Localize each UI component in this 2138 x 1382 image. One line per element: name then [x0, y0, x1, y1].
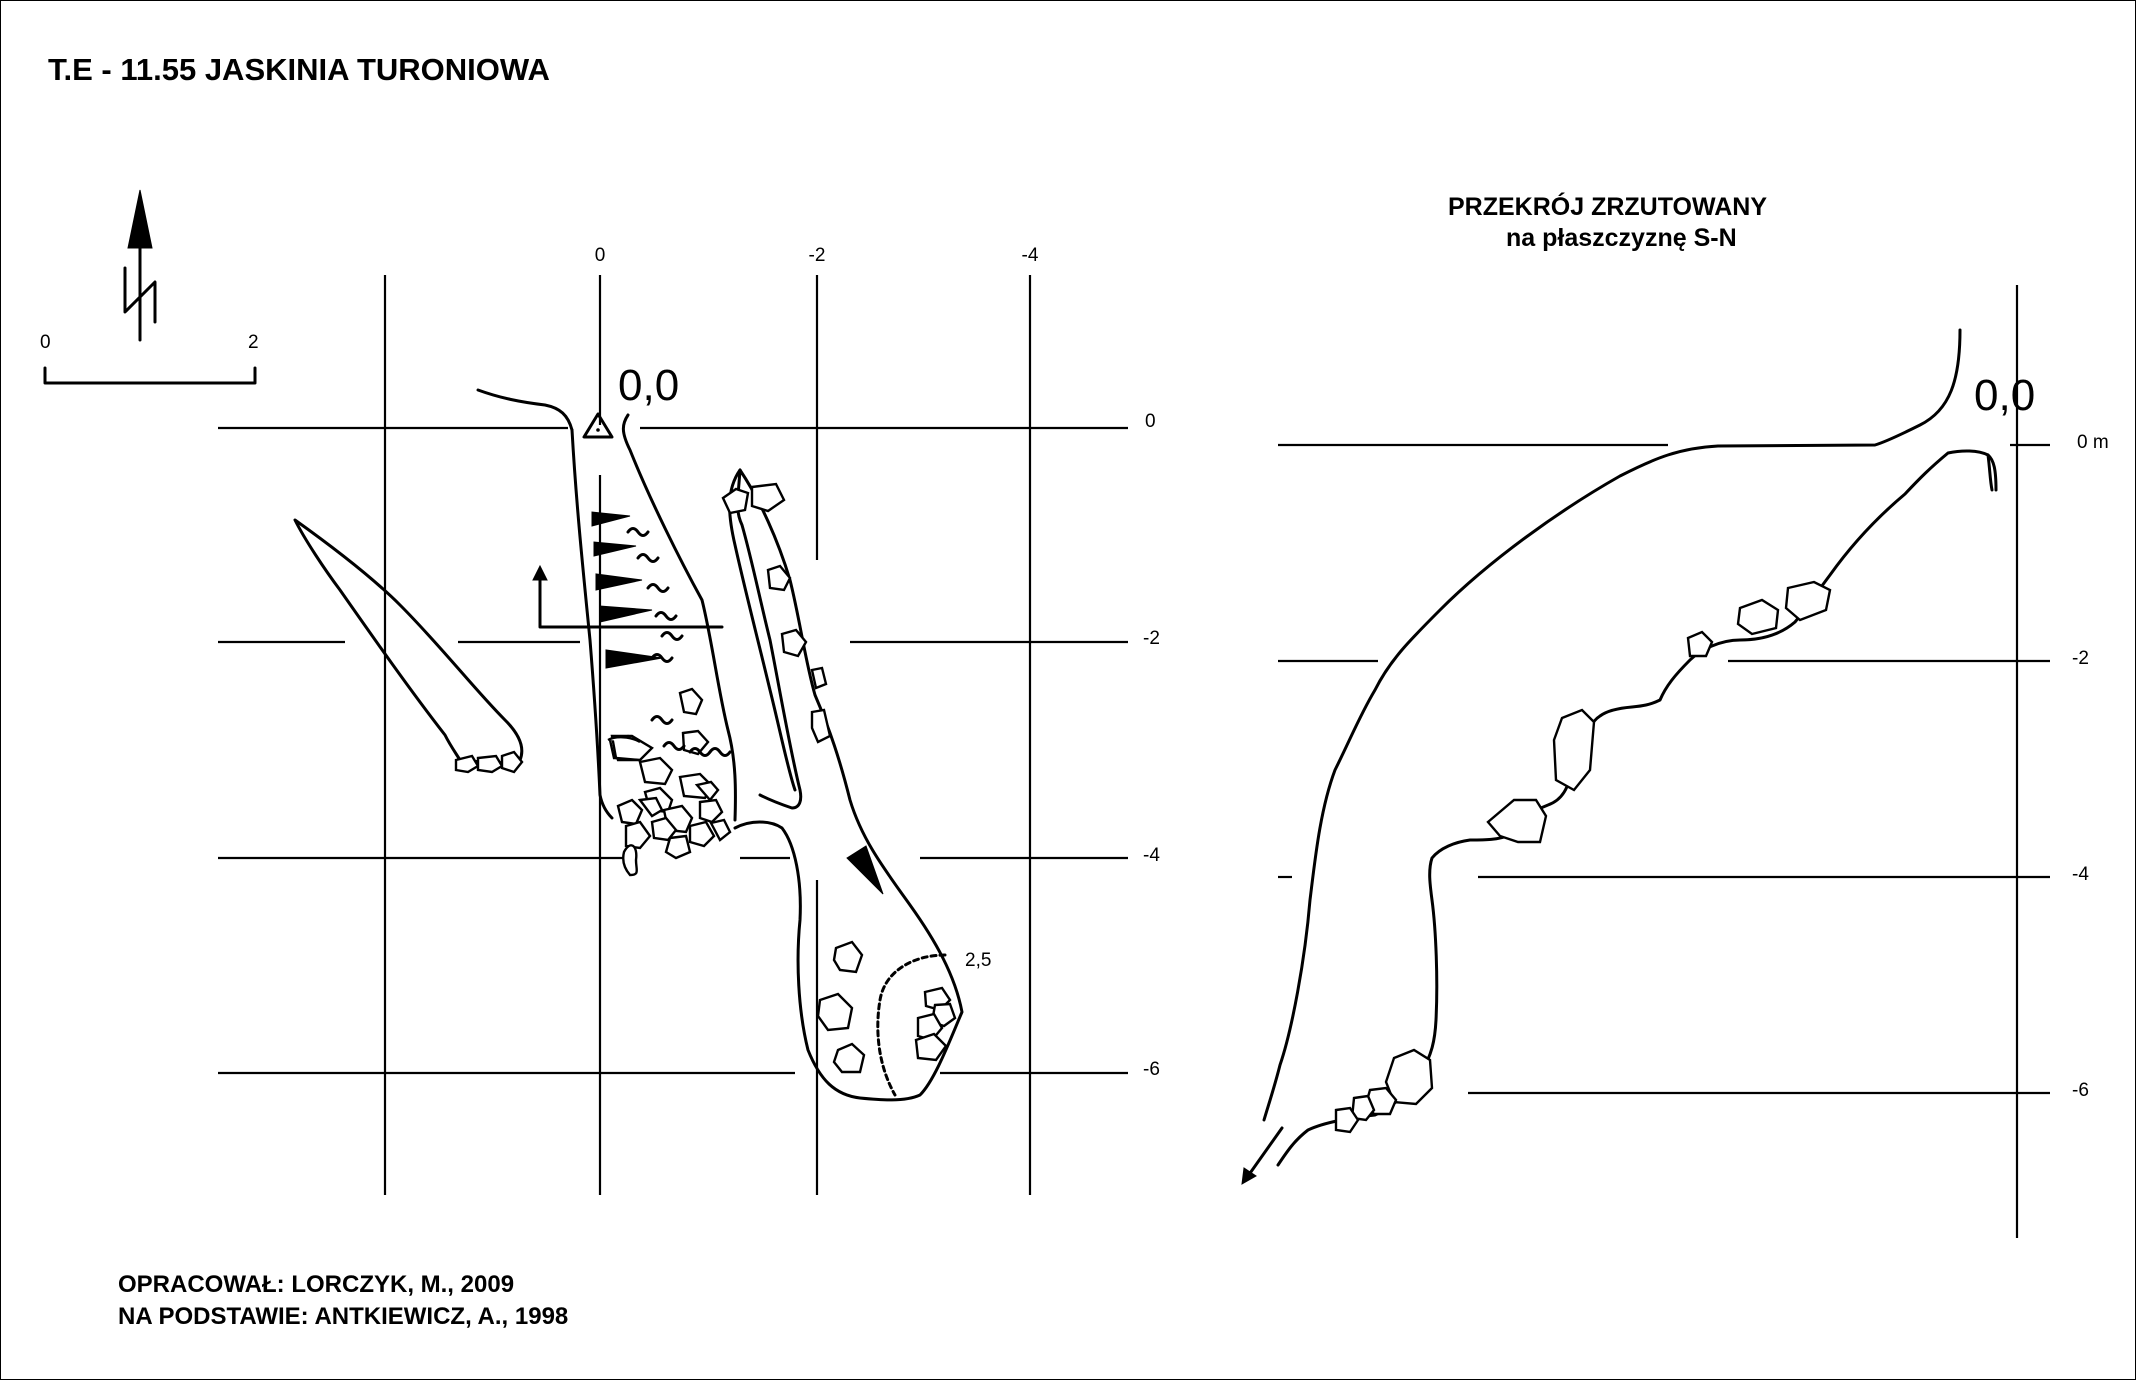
- plan-slope-markers: [591, 511, 884, 895]
- section-grid: [1278, 285, 2050, 1238]
- section-title-line2: na płaszczyznę S-N: [1506, 224, 1737, 252]
- plan-y-tick-3: -6: [1143, 1059, 1160, 1080]
- section-line-marker-icon: [532, 564, 724, 629]
- plan-x-tick-2: -4: [1022, 245, 1039, 266]
- credits-line2: NA PODSTAWIE: ANTKIEWICZ, A., 1998: [118, 1303, 568, 1330]
- plan-rocks: [454, 482, 957, 1074]
- plan-x-tick-0: 0: [595, 245, 606, 266]
- scale-bar: 0 2: [40, 332, 259, 385]
- section-rocks: [1334, 580, 1832, 1134]
- plan-y-tick-0: 0: [1145, 411, 1156, 432]
- section-y-tick-2: -4: [2072, 864, 2089, 885]
- plan-x-tick-1: -2: [809, 245, 826, 266]
- scale-bar-end: 2: [248, 332, 259, 353]
- section-cave-outline: [1262, 328, 1998, 1167]
- drawing-title: T.E - 11.55 JASKINIA TURONIOWA: [48, 52, 550, 87]
- section-datum-label: 0,0: [1974, 371, 2035, 420]
- plan-y-tick-1: -2: [1143, 628, 1160, 649]
- survey-station-icon: [582, 412, 614, 439]
- credits-line1: OPRACOWAŁ: LORCZYK, M., 2009: [118, 1271, 514, 1298]
- section-y-tick-1: -2: [2072, 648, 2089, 669]
- plan-depth-note: 2,5: [965, 950, 991, 971]
- plan-sump-boundary: [876, 953, 947, 1097]
- plan-y-tick-2: -4: [1143, 845, 1160, 866]
- section-y-tick-0: 0 m: [2077, 432, 2109, 453]
- plan-sediment-marks: [626, 527, 732, 757]
- north-arrow-icon: [123, 189, 157, 342]
- plan-grid: [218, 275, 1128, 1195]
- section-title-line1: PRZEKRÓJ ZRZUTOWANY: [1448, 191, 1767, 221]
- plan-datum-label: 0,0: [618, 361, 679, 410]
- scale-bar-start: 0: [40, 332, 51, 353]
- section-y-tick-3: -6: [2072, 1080, 2089, 1101]
- section-exit-arrow-icon: [1241, 1126, 1284, 1185]
